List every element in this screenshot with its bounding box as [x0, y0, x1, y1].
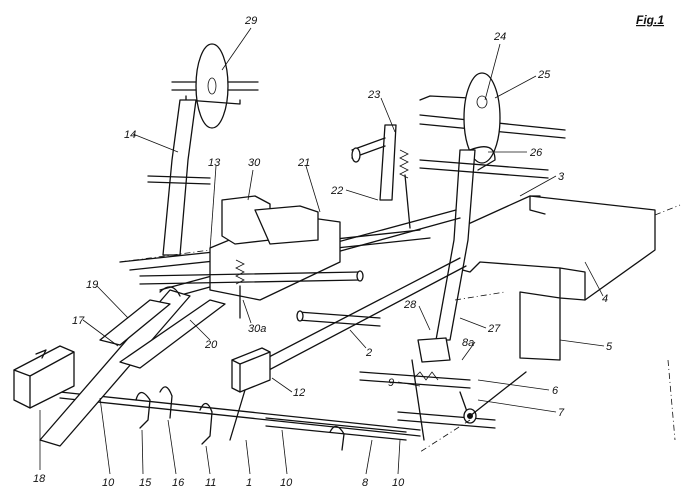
center-lines	[119, 204, 681, 441]
spool-24	[419, 72, 566, 164]
reference-numerals: 29 24 25 23 26 3 21 22 30 13 14 19 17 20…	[33, 15, 613, 489]
label-24: 24	[493, 31, 506, 43]
label-1: 1	[246, 477, 252, 489]
label-8: 8	[362, 477, 369, 489]
label-25: 25	[537, 69, 551, 81]
label-20: 20	[204, 339, 218, 351]
label-7: 7	[558, 407, 565, 419]
label-22: 22	[330, 185, 343, 197]
hooks	[135, 386, 345, 451]
label-21: 21	[297, 157, 310, 169]
spool-29	[171, 43, 259, 129]
label-8a: 8a	[462, 337, 474, 349]
label-11: 11	[205, 477, 216, 489]
label-30: 30	[248, 157, 261, 169]
label-19: 19	[86, 279, 98, 291]
label-18: 18	[33, 473, 46, 485]
label-13: 13	[208, 157, 221, 169]
base-frame	[454, 195, 656, 361]
mechanism-7	[411, 337, 527, 453]
label-3: 3	[558, 171, 565, 183]
handle-18	[13, 345, 75, 409]
label-29: 29	[244, 15, 257, 27]
label-12: 12	[293, 387, 305, 399]
lever-plates	[39, 286, 226, 447]
upright-right	[419, 146, 549, 341]
label-2: 2	[365, 347, 372, 359]
label-6: 6	[552, 385, 559, 397]
label-10-right: 10	[392, 477, 405, 489]
figure-title: Fig.1	[636, 13, 664, 27]
switch-1	[229, 347, 271, 441]
label-4: 4	[602, 293, 608, 305]
upright-14	[147, 99, 211, 256]
label-14: 14	[124, 129, 136, 141]
label-23: 23	[367, 89, 381, 101]
label-30a: 30a	[248, 323, 266, 335]
label-15: 15	[139, 477, 152, 489]
label-10-left: 10	[102, 477, 115, 489]
carriage-30	[209, 195, 341, 319]
leader-lines	[39, 27, 605, 475]
label-10-middle: 10	[280, 477, 293, 489]
shafts	[59, 270, 496, 441]
label-5: 5	[606, 341, 613, 353]
label-9: 9	[388, 377, 394, 389]
label-16: 16	[172, 477, 185, 489]
bracket-23	[351, 124, 411, 229]
label-17: 17	[72, 315, 85, 327]
label-28: 28	[403, 299, 417, 311]
label-26: 26	[529, 147, 543, 159]
label-27: 27	[487, 323, 501, 335]
